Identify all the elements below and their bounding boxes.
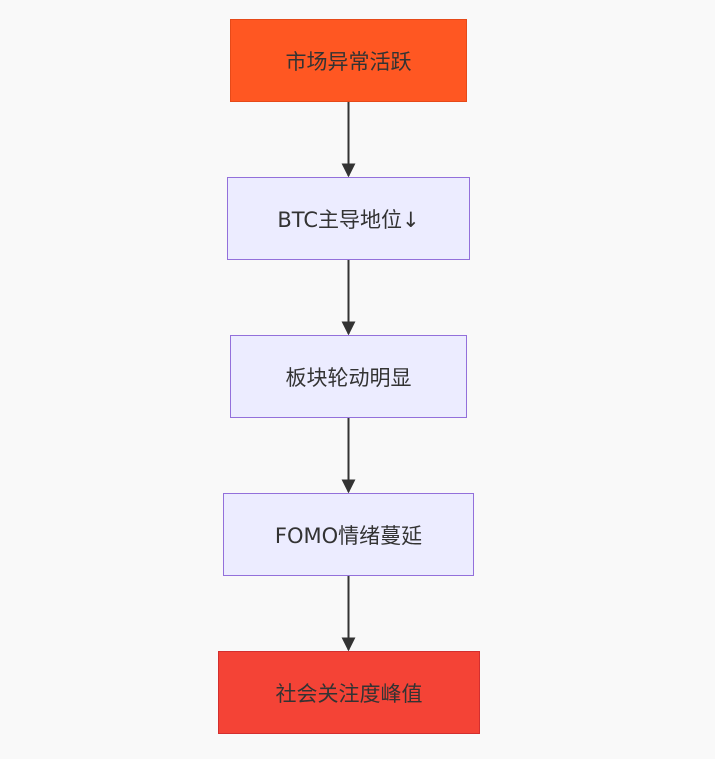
node-market-abnormal-activity: 市场异常活跃 — [230, 19, 467, 102]
node-label: 社会关注度峰值 — [275, 681, 423, 706]
node-btc-dominance-down: BTC主导地位↓ — [227, 177, 470, 260]
node-label: 市场异常活跃 — [285, 49, 412, 74]
node-label: 板块轮动明显 — [285, 365, 412, 390]
node-label: BTC主导地位↓ — [277, 207, 420, 232]
node-fomo-spreading: FOMO情绪蔓延 — [223, 493, 474, 576]
node-social-attention-peak: 社会关注度峰值 — [218, 651, 480, 734]
node-label: FOMO情绪蔓延 — [274, 523, 423, 548]
node-sector-rotation: 板块轮动明显 — [230, 335, 467, 418]
